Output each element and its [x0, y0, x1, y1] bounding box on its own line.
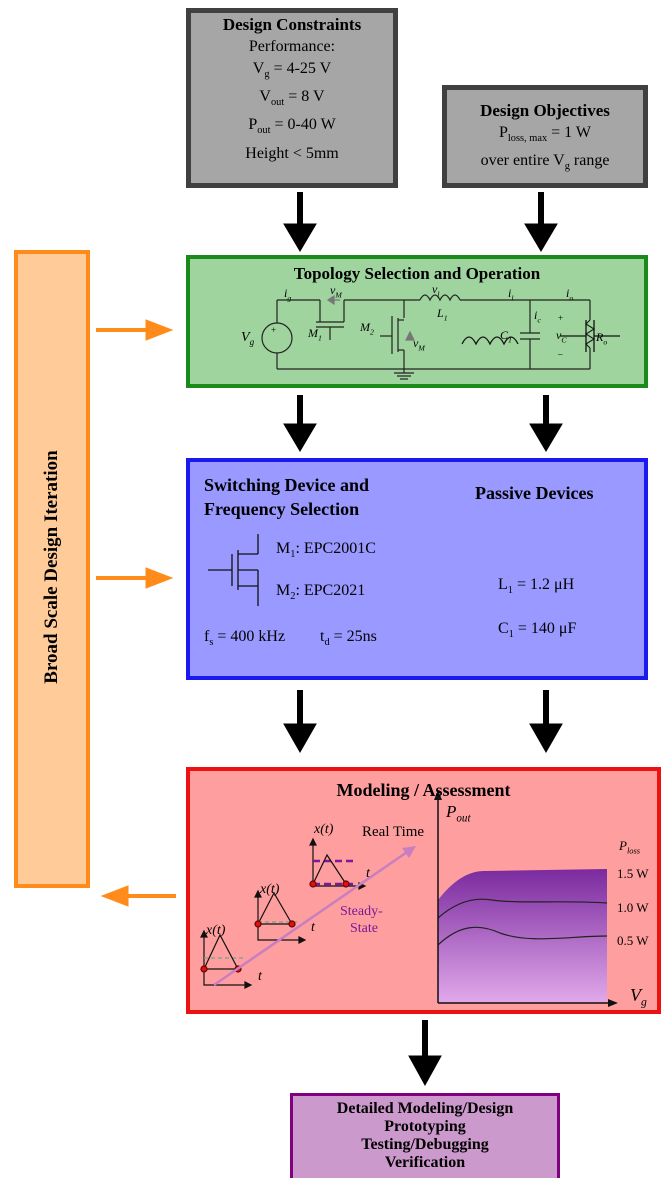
l1-value: L1 = 1.2 μH	[498, 576, 575, 597]
objectives-title: Design Objectives	[480, 101, 610, 120]
detailed-modeling-box	[290, 1093, 560, 1178]
label-plus-source: +	[271, 325, 277, 335]
modeling-title: Modeling / Assessment	[336, 780, 511, 800]
label-il: il	[508, 286, 514, 303]
constraints-title: Design Constraints	[222, 15, 362, 34]
flow-arrows	[283, 192, 563, 1087]
constraints-text: Design Constraints Performance: Vg = 4-2…	[191, 14, 393, 165]
label-plus-output: +	[558, 313, 564, 323]
switching-freq: fs = 400 kHz	[204, 628, 286, 649]
dead-time: td = 25ns	[320, 628, 377, 649]
transistor-icon	[208, 534, 259, 606]
arrow-iteration-to-switching	[96, 567, 174, 589]
arrow-constraints-to-topology	[283, 192, 317, 252]
label-vc1: vC	[556, 328, 567, 345]
arrow-iteration-to-topology	[96, 319, 174, 341]
ploss-contour-2	[437, 926, 608, 946]
passive-title: Passive Devices	[475, 483, 594, 503]
voltage-source	[261, 322, 293, 354]
label-ic: ic	[534, 308, 541, 325]
m1-device: M1: EPC2001C	[276, 540, 376, 561]
label-m2: M2	[360, 320, 374, 337]
constraints-vout: Vout = 8 V	[259, 88, 325, 109]
waveform-1	[200, 929, 253, 989]
arrow-switching-to-modeling	[283, 690, 317, 754]
ploss-legend-label: Ploss	[619, 838, 641, 856]
iteration-label: Broad Scale Design Iteration	[41, 450, 62, 684]
resistor-ro	[584, 319, 596, 349]
objectives-ploss: Ploss, max = 1 W	[498, 124, 591, 145]
topology-box	[186, 255, 648, 388]
label-vg: Vg	[241, 330, 255, 347]
iteration-arrows	[96, 319, 176, 907]
level-1-5w: 1.5 W	[617, 866, 649, 881]
ploss-graph	[434, 790, 618, 1007]
inductor-l1	[419, 294, 461, 302]
label-vm2: vM	[413, 336, 425, 353]
waveform-panels	[200, 837, 416, 989]
state-label: State	[350, 921, 378, 936]
xt-label-1: x(t)	[206, 923, 226, 938]
ploss-region	[438, 869, 607, 1002]
arrow-passive-to-modeling	[529, 690, 563, 754]
arrow-modeling-to-detailed	[408, 1020, 442, 1087]
m1-switch-symbol	[316, 294, 345, 340]
t-label-1: t	[258, 969, 262, 984]
topology-title: Topology Selection and Operation	[293, 264, 541, 283]
constraints-vg: Vg = 4-25 V	[252, 60, 332, 81]
constraints-height: Height < 5mm	[245, 144, 339, 162]
design-objectives-box	[442, 85, 648, 188]
label-vm1: vM	[330, 283, 342, 300]
xt-label-3: x(t)	[314, 822, 334, 837]
iteration-box	[14, 250, 90, 888]
level-0-5w: 0.5 W	[617, 933, 649, 948]
capacitor-icon	[560, 320, 620, 352]
steady-label: Steady-	[340, 904, 383, 919]
label-ro: Ro	[596, 330, 608, 347]
real-time-label: Real Time	[362, 824, 425, 840]
objectives-range: over entire Vg range	[480, 152, 610, 173]
design-constraints-box	[186, 8, 398, 188]
label-minus-output: –	[558, 349, 563, 359]
m2-device: M2: EPC2021	[276, 582, 366, 603]
vg-axis-label: Vg	[630, 985, 647, 1009]
label-io: io	[566, 286, 574, 303]
pout-axis-label: Pout	[446, 802, 471, 825]
label-ig: ig	[284, 286, 292, 303]
arrow-modeling-to-iteration	[100, 885, 176, 907]
xt-label-2: x(t)	[260, 882, 280, 897]
arrow-objectives-to-topology	[524, 192, 558, 252]
ploss-contour-1	[437, 898, 608, 919]
waveform-2	[254, 889, 307, 944]
constraints-pout: Pout = 0-40 W	[248, 116, 336, 137]
waveform-3	[309, 837, 367, 890]
objectives-text: Design Objectives Ploss, max = 1 W over …	[447, 100, 643, 178]
t-label-3: t	[366, 866, 370, 881]
arrow-topology-to-switching	[283, 395, 317, 452]
arrow-topology-to-passive	[529, 395, 563, 452]
label-m1: M1	[308, 326, 322, 343]
level-1-0w: 1.0 W	[617, 900, 649, 915]
capacitor-c1	[520, 300, 540, 369]
m2-switch-symbol	[380, 300, 415, 368]
switching-title: Switching Device and Frequency Selection	[204, 475, 370, 519]
detailed-text: Detailed Modeling/Design Prototyping Tes…	[336, 1100, 514, 1171]
label-l1: L1	[437, 306, 448, 323]
real-time-arrow	[213, 846, 416, 987]
label-vl: vl	[432, 282, 440, 299]
c1-value: C1 = 140 μF	[498, 620, 577, 641]
constraints-performance: Performance:	[248, 38, 336, 55]
device-selection-box	[186, 458, 648, 680]
t-label-2: t	[311, 920, 315, 935]
passive-icons	[461, 320, 620, 352]
label-c1: C1	[500, 328, 512, 345]
ground-symbol	[394, 368, 414, 380]
inductor-icon	[461, 336, 519, 346]
